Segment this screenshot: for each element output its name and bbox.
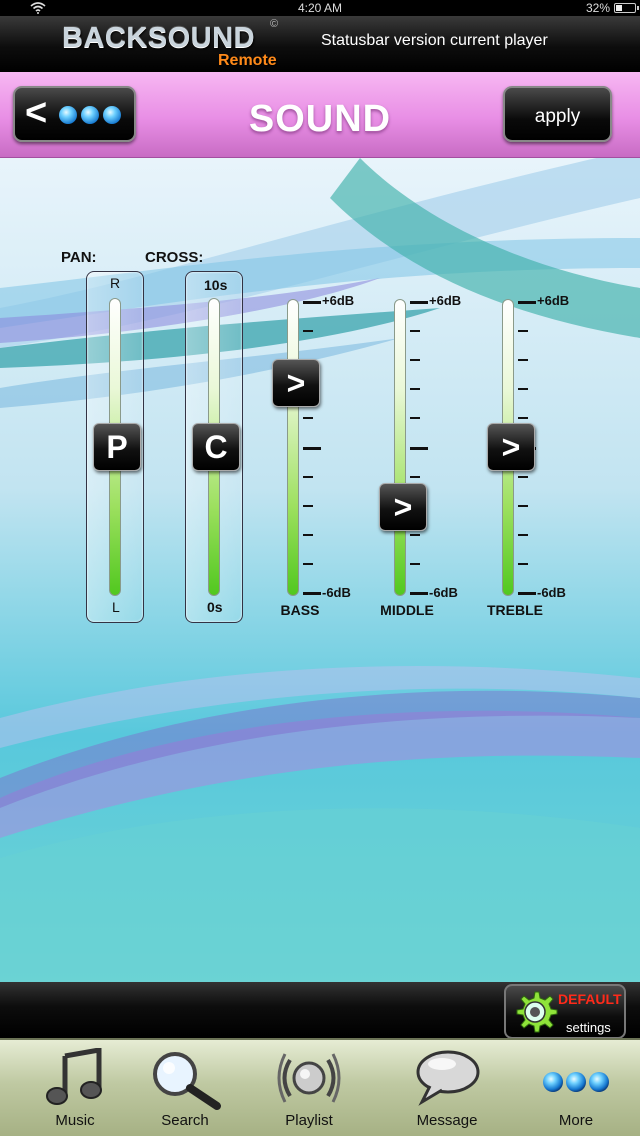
eq-tick [410,534,420,536]
default-settings-button[interactable]: DEFAULT settings [504,984,626,1039]
app-logo: BACKSOUND [62,22,255,54]
eq-tick [410,417,420,419]
battery-percent: 32% [585,1,610,15]
eq-min-label: -6dB [322,585,351,600]
eq-tick [518,359,528,361]
eq-min-label: -6dB [537,585,566,600]
eq-tick [410,476,420,478]
eq-tick [303,447,321,450]
page-title: SOUND [248,98,392,140]
tab-playlist-label: Playlist [285,1112,333,1129]
speech-bubble-icon [416,1050,480,1106]
cross-knob[interactable]: C [192,423,240,471]
default-label: DEFAULT [558,991,622,1007]
music-note-icon [46,1048,102,1105]
eq-band-label: MIDDLE [380,602,434,618]
eq-max-label: +6dB [429,293,462,308]
eq-tick [518,505,528,507]
eq-tick [410,563,420,565]
eq-bass-knob[interactable]: > [272,359,320,407]
pan-right-label: R [110,275,121,291]
tab-bar: Music Search Playlist Message [0,1038,640,1136]
eq-tick [303,505,313,507]
eq-tick [410,447,428,450]
pan-left-label: L [112,599,120,615]
eq-tick [410,388,420,390]
pan-label: PAN: [61,249,97,266]
eq-band-label: BASS [280,602,320,618]
eq-tick [303,330,313,332]
eq-tick [410,301,428,304]
eq-middle-knob[interactable]: > [379,483,427,531]
eq-tick [518,592,536,595]
tab-music[interactable]: Music [20,1040,130,1136]
eq-tick [303,476,313,478]
back-button[interactable]: < [13,86,136,142]
tab-message[interactable]: Message [392,1040,502,1136]
more-dots-icon [59,106,121,124]
app-header: BACKSOUND © Remote Statusbar version cur… [0,16,640,72]
battery-icon [614,3,639,13]
eq-tick [303,301,321,304]
background-waves [0,158,640,982]
app-logo-subtitle: Remote [218,52,277,69]
pan-knob[interactable]: P [93,423,141,471]
more-dots-icon [543,1072,609,1092]
eq-treble-knob[interactable]: > [487,423,535,471]
eq-tick [410,592,428,595]
eq-tick [410,330,420,332]
eq-tick [518,476,528,478]
bottom-toolbar: DEFAULT settings [0,982,640,1039]
apply-button[interactable]: apply [503,86,612,142]
eq-max-label: +6dB [322,293,355,308]
player-status-text: Statusbar version current player [321,32,548,49]
eq-tick [518,417,528,419]
tab-message-label: Message [416,1112,478,1129]
cross-bottom-label: 0s [207,599,223,615]
magnifier-icon [153,1052,221,1110]
eq-max-label: +6dB [537,293,570,308]
eq-band-label: TREBLE [487,602,543,618]
eq-tick [518,301,536,304]
gear-icon [516,991,558,1033]
tab-music-label: Music [55,1112,95,1129]
eq-tick [303,534,313,536]
back-chevron: < [25,92,48,134]
apply-label: apply [534,106,581,127]
eq-tick [303,592,321,595]
eq-middle-track[interactable] [394,299,406,596]
tab-search[interactable]: Search [130,1040,240,1136]
tab-search-label: Search [161,1112,209,1129]
eq-bass-track[interactable] [287,299,299,596]
logo-copyright-mark: © [270,18,279,30]
eq-tick [518,534,528,536]
tab-playlist[interactable]: Playlist [254,1040,364,1136]
settings-label: settings [566,1020,611,1035]
tab-more-label: More [558,1112,594,1129]
eq-tick [518,330,528,332]
eq-tick [410,359,420,361]
eq-tick [303,563,313,565]
broadcast-icon [277,1053,341,1103]
nav-bar: < SOUND apply [0,72,640,158]
wifi-icon [30,2,46,14]
cross-top-label: 10s [204,277,228,293]
eq-tick [303,417,313,419]
cross-label: CROSS: [145,249,204,266]
clock: 4:20 AM [297,1,343,15]
tab-more[interactable]: More [521,1040,631,1136]
eq-min-label: -6dB [429,585,458,600]
eq-tick [518,388,528,390]
status-bar: 4:20 AM 32% [0,0,640,16]
eq-tick [518,563,528,565]
